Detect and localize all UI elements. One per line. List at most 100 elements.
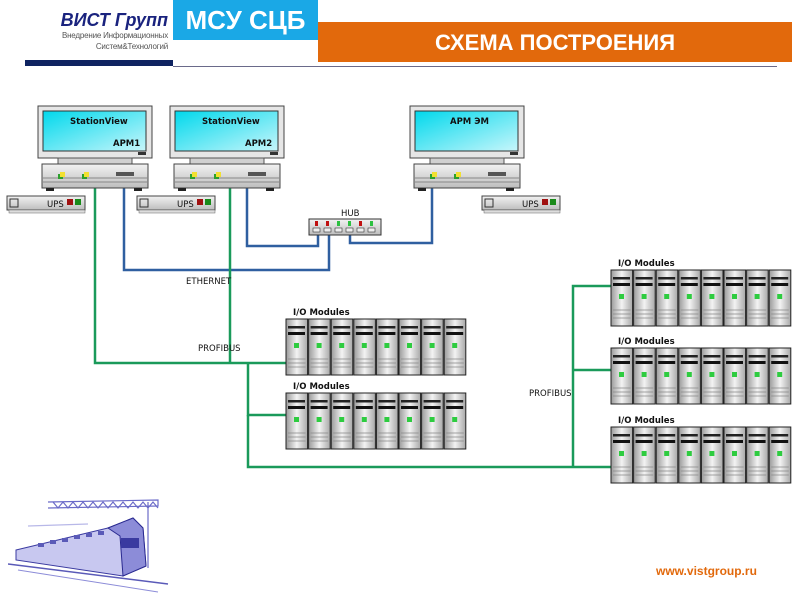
ethernet-label: ETHERNET: [186, 277, 232, 287]
io-module-icon: [308, 392, 331, 450]
hub-port: [334, 221, 343, 233]
io-rack-label: I/O Modules: [293, 382, 350, 392]
ups-icon: UPS: [481, 195, 561, 214]
screen-subtitle: АРМ1: [113, 139, 140, 149]
brand-tagline-2: Систем&Технологий: [95, 42, 168, 51]
io-module-icon: [768, 347, 792, 405]
product-name: МСУ СЦБ: [173, 0, 318, 40]
port-led: [348, 221, 351, 226]
io-module-icon: [746, 269, 769, 327]
io-module-icon: [700, 347, 724, 405]
header-divider: [173, 66, 777, 67]
io-module-icon: [421, 392, 444, 450]
hub: HUB: [308, 209, 382, 236]
io-module-icon: [610, 426, 634, 484]
io-module-icon: [700, 426, 724, 484]
ups-icon: UPS: [6, 195, 86, 214]
profibus-trunk: [246, 415, 612, 469]
io-rack: I/O Modules: [285, 308, 467, 376]
company-logo: ВИСТ Групп Внедрение Информационных Сист…: [36, 10, 169, 52]
io-rack: I/O Modules: [610, 259, 792, 327]
workstation-3: АРМ ЭМ UPS: [409, 105, 561, 214]
website-link[interactable]: www.vistgroup.ru: [656, 564, 757, 578]
io-module-icon: [443, 392, 467, 450]
port-led: [326, 221, 329, 226]
io-module-icon: [375, 318, 399, 376]
hub-label: HUB: [341, 209, 360, 219]
profibus-link-arm1: [93, 186, 287, 365]
hub-port: [345, 221, 354, 233]
profibus-label-left: PROFIBUS: [198, 344, 241, 354]
profibus-lines: [93, 186, 612, 469]
io-rack-label: I/O Modules: [618, 259, 675, 269]
io-rack: I/O Modules: [610, 337, 792, 405]
ethernet-link-arm1: [122, 186, 331, 272]
io-module-icon: [353, 318, 376, 376]
io-module-icon: [655, 269, 679, 327]
io-module-icon: [398, 318, 422, 376]
io-module-icon: [633, 426, 656, 484]
system-unit-icon: [173, 163, 281, 191]
io-module-icon: [768, 269, 792, 327]
io-module-icon: [723, 426, 747, 484]
io-module-icon: [610, 347, 634, 405]
io-rack-label: I/O Modules: [293, 308, 350, 318]
brand-underline: [25, 60, 173, 66]
catenary-icon: [47, 499, 159, 509]
io-module-icon: [723, 269, 747, 327]
io-module-icon: [633, 269, 656, 327]
io-module-icon: [308, 318, 331, 376]
io-module-icon: [353, 392, 376, 450]
io-rack-label: I/O Modules: [618, 337, 675, 347]
hub-port: [356, 221, 365, 233]
io-rack: I/O Modules: [285, 382, 467, 450]
monitor-icon: АРМ ЭМ: [409, 105, 525, 165]
profibus-trunk-right: [571, 284, 612, 467]
io-module-icon: [768, 426, 792, 484]
io-module-icon: [633, 347, 656, 405]
port-led: [337, 221, 340, 226]
ups-label: UPS: [522, 200, 539, 210]
port-led: [315, 221, 318, 226]
ethernet-link-armem: [348, 186, 434, 245]
io-module-icon: [330, 318, 354, 376]
io-module-icon: [398, 392, 422, 450]
brand-name: ВИСТ Групп: [60, 10, 168, 30]
profibus-label-right: PROFIBUS: [529, 389, 572, 399]
io-module-icon: [655, 347, 679, 405]
io-module-icon: [285, 318, 309, 376]
ethernet-lines: [122, 186, 434, 272]
io-rack: I/O Modules: [610, 416, 792, 484]
io-module-icon: [330, 392, 354, 450]
port-led: [370, 221, 373, 226]
hub-port: [367, 221, 376, 233]
ups-icon: UPS: [136, 195, 216, 214]
io-module-icon: [678, 347, 701, 405]
io-module-icon: [746, 347, 769, 405]
screen-title: АРМ ЭМ: [450, 117, 489, 127]
system-unit-icon: [413, 163, 521, 191]
io-module-icon: [285, 392, 309, 450]
train-icon: [8, 517, 169, 593]
io-module-icon: [610, 269, 634, 327]
hub-port: [323, 221, 332, 233]
io-module-icon: [723, 347, 747, 405]
slide-title: СХЕМА ПОСТРОЕНИЯ: [318, 22, 792, 62]
screen-subtitle: АРМ2: [245, 139, 272, 149]
ups-label: UPS: [177, 200, 194, 210]
hub-port: [312, 221, 321, 233]
screen-title: StationView: [202, 117, 260, 127]
profibus-trunk-left: [246, 363, 287, 417]
io-module-icon: [678, 426, 701, 484]
io-module-icon: [375, 392, 399, 450]
io-module-icon: [443, 318, 467, 376]
io-module-icon: [421, 318, 444, 376]
train-illustration: [8, 499, 169, 593]
brand-tagline-1: Внедрение Информационных: [61, 31, 168, 40]
io-rack-label: I/O Modules: [618, 416, 675, 426]
io-module-icon: [700, 269, 724, 327]
